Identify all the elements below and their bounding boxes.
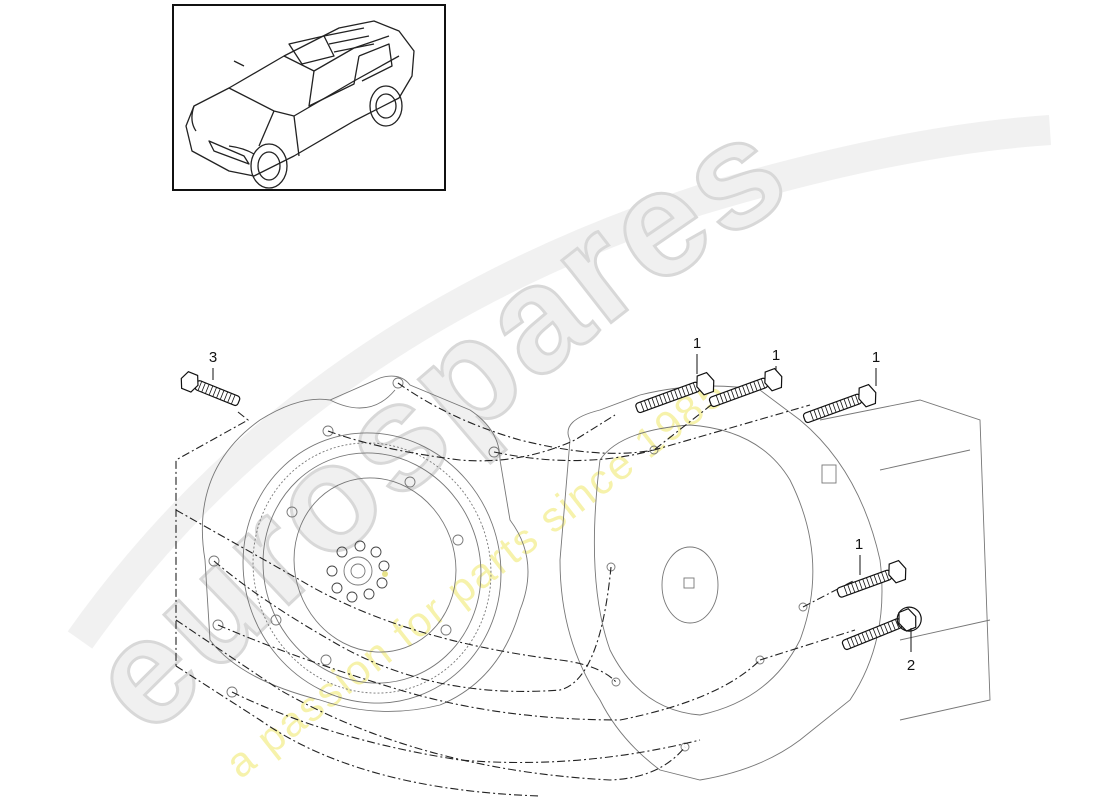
bolt-3 xyxy=(180,370,241,407)
bolt-1c xyxy=(802,383,877,424)
bolt-2 xyxy=(841,606,922,651)
bolt-1d xyxy=(836,559,907,598)
callout-1: 1 xyxy=(871,349,881,366)
callout-3: 3 xyxy=(208,349,218,366)
bolt-1b xyxy=(708,367,783,408)
transmission-housing xyxy=(559,385,991,781)
adapter-plate xyxy=(201,375,529,712)
callout-1: 1 xyxy=(854,536,864,553)
bolts xyxy=(180,367,922,651)
callout-1: 1 xyxy=(771,347,781,364)
bolt-1a xyxy=(635,371,715,414)
car-icon xyxy=(185,20,415,189)
vehicle-thumbnail xyxy=(172,4,446,191)
callout-1: 1 xyxy=(692,335,702,352)
callout-2: 2 xyxy=(906,657,916,674)
flywheel xyxy=(242,432,502,704)
